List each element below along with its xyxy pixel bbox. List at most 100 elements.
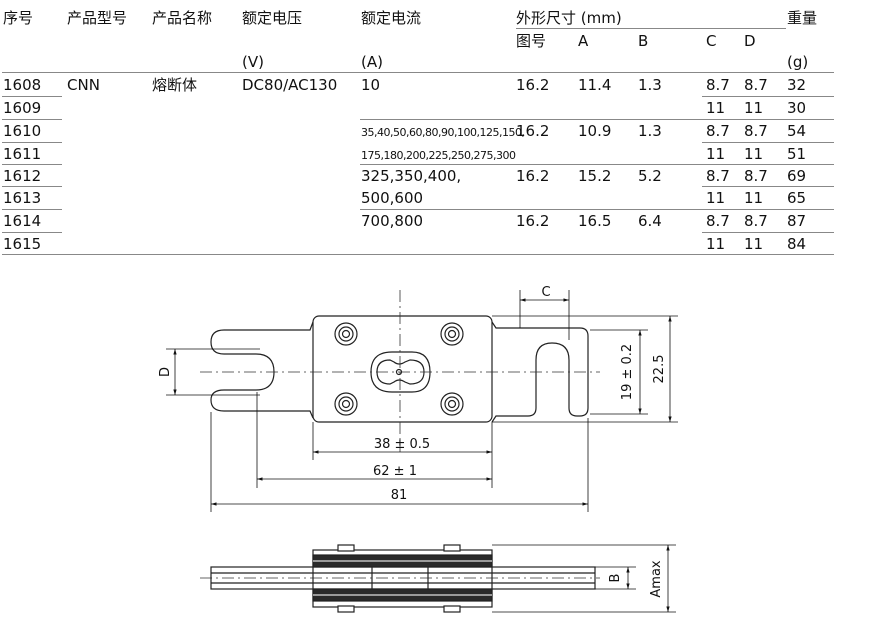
row-rule xyxy=(702,142,834,143)
screw-icon xyxy=(440,392,464,416)
fuse-top-view xyxy=(210,315,589,423)
weight-cell: 30 xyxy=(787,99,807,117)
header-current-unit: (A) xyxy=(361,53,383,71)
group-rule xyxy=(360,119,702,120)
c-cell: 8.7 xyxy=(706,76,730,94)
fuse-side-view xyxy=(210,544,596,613)
seq-cell: 1609 xyxy=(3,99,42,117)
header-name: 产品名称 xyxy=(152,9,213,27)
screw-icon xyxy=(334,322,358,346)
c-cell: 8.7 xyxy=(706,122,730,140)
b-cell: 1.3 xyxy=(638,76,662,94)
weight-cell: 84 xyxy=(787,235,807,253)
dim-c-label: C xyxy=(541,285,550,300)
dim-225-label: 22.5 xyxy=(652,355,667,384)
a-cell: 10.9 xyxy=(578,122,612,140)
a-cell: 11.4 xyxy=(578,76,612,94)
row-rule xyxy=(2,96,62,97)
header-fig: 图号 xyxy=(516,32,547,50)
current-cell: 10 xyxy=(361,76,381,94)
c-cell: 8.7 xyxy=(706,167,730,185)
row-rule xyxy=(702,164,834,165)
row-rule xyxy=(2,142,62,143)
seq-cell: 1610 xyxy=(3,122,42,140)
screw-icon xyxy=(440,322,464,346)
c-cell: 11 xyxy=(706,99,726,117)
seq-cell: 1611 xyxy=(3,145,42,163)
row-rule xyxy=(2,164,62,165)
c-cell: 11 xyxy=(706,189,726,207)
header-voltage: 额定电压 xyxy=(242,9,303,27)
header-a: A xyxy=(578,32,589,50)
row-rule xyxy=(2,209,62,210)
a-cell: 16.5 xyxy=(578,212,612,230)
header-seq: 序号 xyxy=(3,9,34,27)
header-b: B xyxy=(638,32,649,50)
weight-cell: 51 xyxy=(787,145,807,163)
seq-cell: 1612 xyxy=(3,167,42,185)
d-cell: 8.7 xyxy=(744,122,768,140)
d-cell: 11 xyxy=(744,189,764,207)
dim-amax-label: Amax xyxy=(649,560,664,598)
row-rule xyxy=(702,119,834,120)
row-rule xyxy=(702,96,834,97)
b-cell: 1.3 xyxy=(638,122,662,140)
current-cell: 175,180,200,225,250,275,300 xyxy=(361,149,516,162)
current-cell: 35,40,50,60,80,90,100,125,150, xyxy=(361,126,525,139)
group-rule xyxy=(360,164,702,165)
fig-cell: 16.2 xyxy=(516,76,550,94)
dim-81-label: 81 xyxy=(391,488,408,503)
row-rule xyxy=(702,232,834,233)
dim-d-label: D xyxy=(158,367,173,377)
dimensions xyxy=(166,290,678,512)
current-cell: 325,350,400, xyxy=(361,167,462,185)
weight-cell: 54 xyxy=(787,122,807,140)
d-cell: 8.7 xyxy=(744,212,768,230)
d-cell: 11 xyxy=(744,99,764,117)
header-d: D xyxy=(744,32,756,50)
fig-cell: 16.2 xyxy=(516,122,550,140)
voltage-cell: DC80/AC130 xyxy=(242,76,338,94)
row-rule xyxy=(2,119,62,120)
right-slot-terminal xyxy=(491,321,589,423)
weight-cell: 69 xyxy=(787,167,807,185)
current-cell: 700,800 xyxy=(361,212,424,230)
model-cell: CNN xyxy=(67,76,100,94)
d-cell: 11 xyxy=(744,145,764,163)
header-model: 产品型号 xyxy=(67,9,128,27)
header-weight-unit: (g) xyxy=(787,53,809,71)
fuse-body xyxy=(312,315,493,423)
a-cell: 15.2 xyxy=(578,167,612,185)
table-bottom-rule xyxy=(2,254,834,255)
group-rule xyxy=(360,209,702,210)
fig-cell: 16.2 xyxy=(516,167,550,185)
header-dims: 外形尺寸 (mm) xyxy=(516,9,622,27)
header-current: 额定电流 xyxy=(361,9,422,27)
left-fork-terminal xyxy=(210,321,314,419)
d-cell: 8.7 xyxy=(744,76,768,94)
row-rule xyxy=(2,186,62,187)
center-lines xyxy=(200,290,600,579)
c-cell: 8.7 xyxy=(706,212,730,230)
d-cell: 11 xyxy=(744,235,764,253)
seq-cell: 1613 xyxy=(3,189,42,207)
row-rule xyxy=(702,209,834,210)
header-c: C xyxy=(706,32,717,50)
dim-62-label: 62 ± 1 xyxy=(373,464,417,479)
weight-cell: 65 xyxy=(787,189,807,207)
row-rule xyxy=(2,232,62,233)
header-weight: 重量 xyxy=(787,9,818,27)
weight-cell: 32 xyxy=(787,76,807,94)
c-cell: 11 xyxy=(706,235,726,253)
fig-cell: 16.2 xyxy=(516,212,550,230)
header-voltage-unit: (V) xyxy=(242,53,264,71)
c-cell: 11 xyxy=(706,145,726,163)
name-cell: 熔断体 xyxy=(152,76,198,94)
dim-19-label: 19 ± 0.2 xyxy=(620,344,635,400)
side-dimensions xyxy=(492,544,676,613)
dim-38-label: 38 ± 0.5 xyxy=(374,437,430,452)
b-cell: 5.2 xyxy=(638,167,662,185)
header-rule xyxy=(2,72,834,73)
d-cell: 8.7 xyxy=(744,167,768,185)
